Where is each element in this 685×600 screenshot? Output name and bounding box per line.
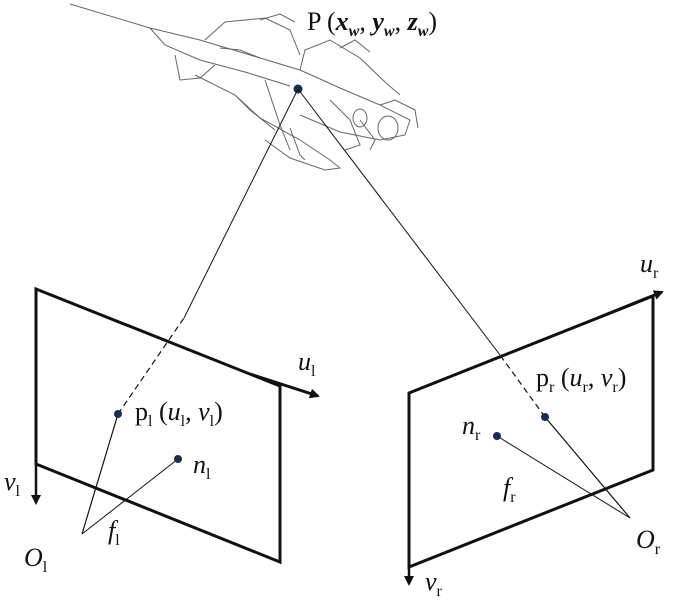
right-u-axis — [599, 290, 664, 319]
right-v-label: vr — [425, 567, 443, 600]
left-u-label: ul — [298, 347, 316, 380]
right-camera: ur vr pr (ur, vr) nr fr Or — [297, 88, 664, 600]
left-u-axis — [249, 372, 320, 399]
right-u-label: ur — [640, 249, 659, 282]
right-projection-dot — [541, 413, 549, 421]
right-ray-dashed — [499, 354, 546, 418]
left-image-plane — [34, 286, 282, 565]
point-p-label: P (xw, yw, zw) — [307, 7, 437, 40]
left-principal-label: nl — [193, 450, 211, 483]
right-optical-axis — [496, 435, 631, 519]
left-ray-upper — [183, 88, 299, 319]
right-principal-dot — [493, 432, 501, 440]
left-projection-dot — [114, 410, 122, 418]
left-origin-label: Ol — [24, 543, 48, 576]
left-camera: ul vl pl (ul, vl) nl fl Ol — [4, 88, 320, 576]
left-projection-label: pl (ul, vl) — [135, 397, 223, 430]
left-v-label: vl — [4, 467, 21, 500]
left-optical-axis — [81, 458, 179, 535]
left-focal-label: fl — [108, 516, 120, 549]
right-ray-solid — [544, 416, 631, 519]
right-focal-label: fr — [503, 473, 516, 506]
right-ray-upper — [297, 88, 501, 356]
right-origin-label: Or — [636, 525, 661, 558]
svg-text:P (xw, yw, zw): P (xw, yw, zw) — [307, 7, 437, 40]
right-projection-label: pr (ur, vr) — [536, 363, 626, 396]
left-ray-solid — [81, 413, 119, 535]
left-principal-dot — [174, 455, 182, 463]
right-principal-label: nr — [462, 411, 481, 444]
right-image-plane — [407, 293, 655, 570]
